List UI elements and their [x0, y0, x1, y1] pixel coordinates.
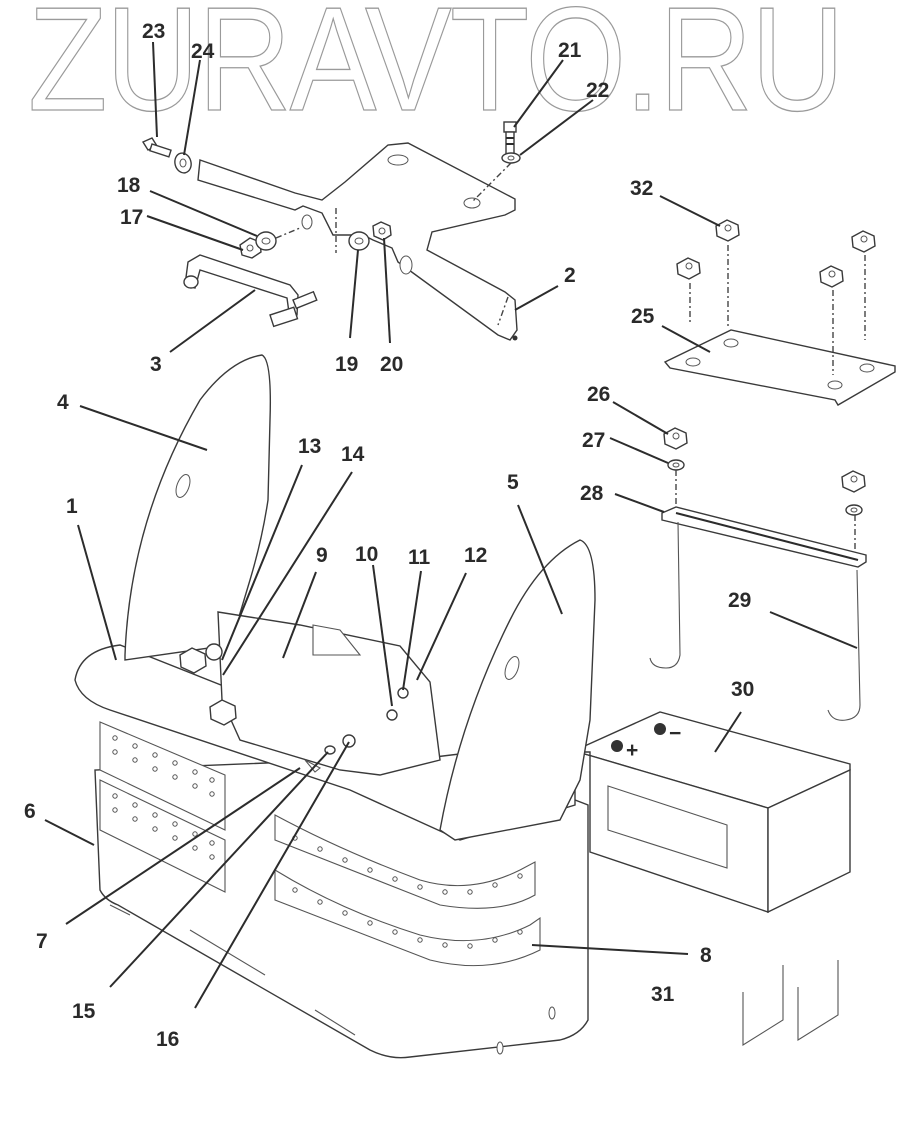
callout-27: 27: [582, 429, 605, 452]
callout-20: 20: [380, 353, 403, 376]
battery-negative-terminal-icon: [654, 723, 666, 735]
callout-13: 13: [298, 435, 321, 458]
battery-part-30: − +: [577, 711, 851, 914]
bracket-part-2: [197, 142, 518, 341]
washer-part-22: [501, 152, 521, 164]
watermark-text: ZURAVTO.RU: [28, 0, 843, 142]
callout-26: 26: [587, 383, 610, 406]
callout-17: 17: [120, 206, 143, 229]
hold-down-bar-part-28: [661, 506, 867, 568]
callout-1: 1: [66, 495, 78, 518]
callout-9: 9: [316, 544, 328, 567]
callout-24: 24: [191, 40, 215, 63]
clip-part-31: [742, 960, 839, 1046]
callout-18: 18: [117, 174, 141, 197]
callout-labels: 1 2 3 4 5 6 7 8 9 10 11 12 13 14 15 16 1…: [24, 20, 754, 1051]
callout-32: 32: [630, 177, 653, 200]
bolt-part-23: [141, 137, 172, 158]
callout-16: 16: [156, 1028, 179, 1051]
bolt-part-21: [503, 121, 517, 155]
callout-6: 6: [24, 800, 36, 823]
callout-15: 15: [72, 1000, 96, 1023]
callout-21: 21: [558, 39, 582, 62]
callout-12: 12: [464, 544, 487, 567]
fastener-part-7: [304, 759, 321, 773]
callout-19: 19: [335, 353, 358, 376]
callout-29: 29: [728, 589, 751, 612]
callout-2: 2: [564, 264, 576, 287]
callout-25: 25: [631, 305, 655, 328]
callout-11: 11: [408, 546, 431, 569]
side-panel-part-4: [124, 354, 271, 661]
callout-7: 7: [36, 930, 48, 953]
grille-part-8: [99, 721, 541, 967]
callout-10: 10: [355, 543, 378, 566]
nut-part-20: [372, 221, 392, 241]
battery-negative-sign: −: [669, 722, 681, 745]
nut-part-32: [676, 219, 876, 288]
washer-part-18: [255, 231, 277, 251]
washer-part-27: [667, 459, 863, 516]
nut-part-26: [663, 427, 866, 493]
plate-part-25: [663, 329, 896, 406]
callout-23: 23: [142, 20, 165, 43]
washer-part-19: [348, 231, 370, 251]
callout-14: 14: [341, 443, 365, 466]
callout-28: 28: [580, 482, 604, 505]
callout-5: 5: [507, 471, 519, 494]
callout-3: 3: [150, 353, 162, 376]
nut-part-16: [342, 734, 356, 748]
callout-31: 31: [651, 983, 675, 1006]
leader-lines: [44, 41, 858, 1009]
washer-part-24: [174, 152, 192, 174]
callout-22: 22: [586, 79, 609, 102]
callout-30: 30: [731, 678, 754, 701]
battery-positive-sign: +: [626, 739, 638, 762]
callout-8: 8: [700, 944, 712, 967]
battery-positive-terminal-icon: [611, 740, 623, 752]
rod-part-29: [649, 521, 861, 721]
side-panel-part-5: [439, 539, 596, 841]
callout-4: 4: [57, 391, 69, 414]
lever-part-3: [183, 254, 318, 328]
